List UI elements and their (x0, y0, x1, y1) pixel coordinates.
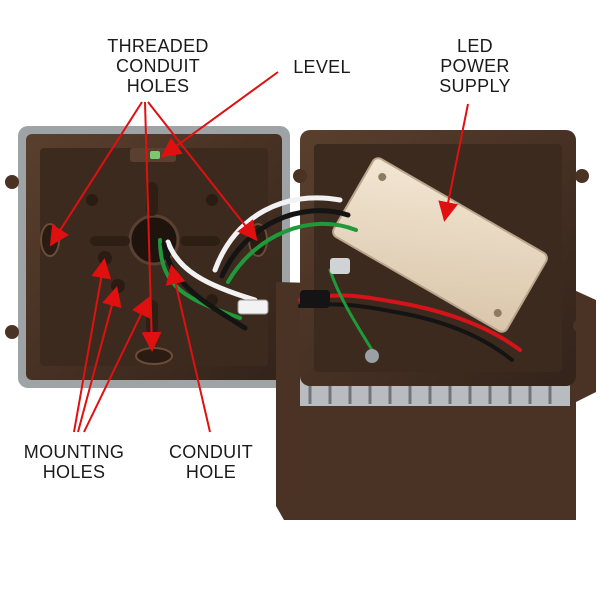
wire-green-2 (226, 221, 358, 284)
label-level: LEVEL (282, 57, 362, 77)
wire-red (298, 293, 522, 352)
wire-black (161, 241, 248, 331)
mounting-hole (111, 279, 125, 293)
label-led-power-supply: LED POWER SUPPLY (420, 36, 530, 96)
arrow-mounting-1 (73, 258, 112, 433)
label-line: MOUNTING (23, 442, 125, 462)
level-vial (150, 151, 160, 159)
led-power-supply (332, 157, 548, 333)
conduit-hole-shape (128, 214, 180, 266)
label-line: LEVEL (293, 57, 351, 77)
wire-connector (237, 299, 269, 315)
label-line: POWER (440, 56, 510, 76)
label-mounting-holes: MOUNTING HOLES (4, 442, 144, 482)
wire-white (165, 239, 258, 303)
mount-tab (573, 319, 587, 333)
callout-arrows (49, 71, 469, 433)
wire-nut (300, 290, 330, 308)
label-conduit-hole: CONDUIT HOLE (156, 442, 266, 482)
label-line: THREADED (107, 36, 209, 56)
arrow-threaded-right (147, 101, 258, 242)
arrow-mounting-2 (77, 286, 122, 433)
arrow-threaded-left (49, 101, 143, 247)
mount-tab (575, 169, 589, 183)
arrow-mounting-3 (83, 296, 151, 433)
mount-tab (5, 325, 19, 339)
label-line: SUPPLY (439, 76, 511, 96)
label-line: HOLES (42, 462, 106, 482)
wire-white-2 (212, 195, 343, 273)
wiring (158, 195, 522, 362)
label-line: LED (457, 36, 493, 56)
mounting-hole (86, 194, 98, 206)
ground-wire (328, 268, 374, 352)
mount-tab (5, 175, 19, 189)
power-supply-case (332, 157, 548, 333)
threaded-hole-left (40, 223, 60, 257)
mounting-hole (206, 194, 218, 206)
mounting-slot (90, 236, 130, 246)
terminal (330, 258, 350, 274)
label-line: HOLES (126, 76, 190, 96)
arrow-threaded-bottom (141, 101, 162, 352)
arrow-led-power-supply (438, 103, 469, 222)
wire-black-3 (298, 302, 514, 362)
label-line: CONDUIT (168, 442, 254, 462)
threaded-hole-bottom (135, 347, 173, 365)
ground-screw (365, 349, 379, 363)
arrow-level (160, 71, 279, 158)
hinge (293, 169, 307, 183)
mounting-slot (180, 236, 220, 246)
wire-black-2 (219, 208, 351, 279)
label-threaded-conduit-holes: THREADED CONDUIT HOLES (78, 36, 238, 96)
label-line: CONDUIT (115, 56, 201, 76)
label-line: HOLE (185, 462, 237, 482)
arrow-conduit-hole (165, 264, 211, 433)
mounting-hole (98, 251, 112, 265)
